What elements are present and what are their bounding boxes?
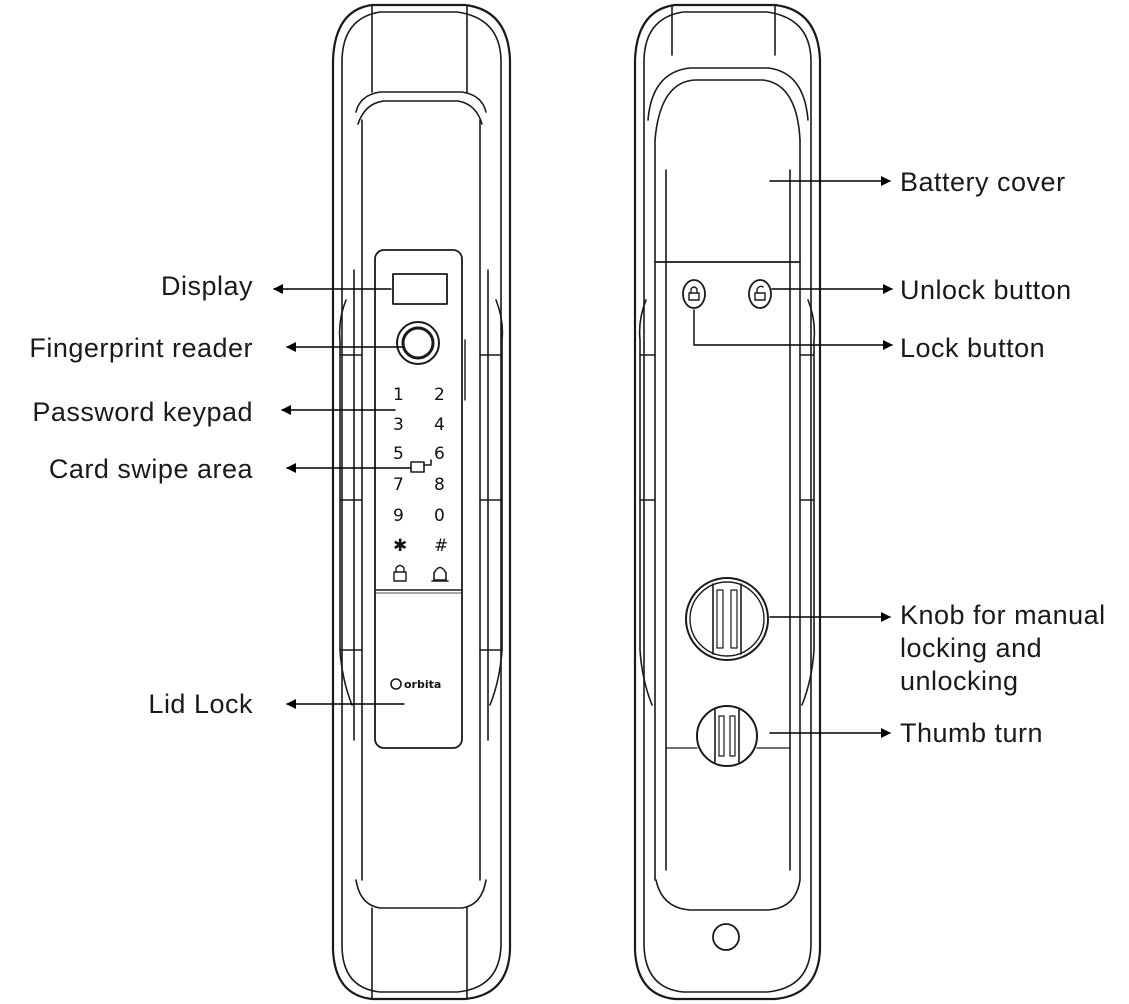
lock-button [682, 279, 706, 309]
unlock-button [748, 279, 772, 309]
key-3: 3 [393, 415, 404, 435]
display-screen [392, 273, 448, 305]
bell-icon [431, 566, 449, 582]
back-panel [633, 3, 822, 1001]
label-lid-lock: Lid Lock [148, 689, 253, 719]
front-panel [331, 3, 512, 1001]
label-lock-button: Lock button [900, 333, 1046, 363]
brand-logo-icon [390, 678, 402, 690]
callout-arrows [273, 176, 893, 738]
card-swipe-icon [410, 459, 432, 473]
label-knob-line-1: Knob for manual [900, 600, 1106, 630]
lock-key-icon [393, 564, 407, 582]
key-9: 9 [393, 506, 404, 526]
label-thumb-turn: Thumb turn [900, 718, 1044, 748]
label-fingerprint-reader: Fingerprint reader [29, 333, 253, 363]
label-knob-line-2: locking and [900, 633, 1043, 663]
fingerprint-sensor-icon [396, 321, 440, 365]
brand-text: orbita [404, 678, 441, 691]
key-4: 4 [434, 415, 445, 435]
label-unlock-button: Unlock button [900, 275, 1072, 305]
arrow-lock [693, 309, 893, 350]
keypad: 1 2 3 4 5 6 7 8 9 0 ✱ # orbita [393, 385, 448, 691]
key-8: 8 [434, 475, 445, 495]
key-1: 1 [393, 385, 404, 405]
key-0: 0 [434, 506, 445, 526]
label-password-keypad: Password keypad [32, 397, 253, 427]
key-2: 2 [434, 385, 445, 405]
keyhole [712, 923, 740, 951]
thumb-turn [665, 705, 791, 767]
label-battery-cover: Battery cover [900, 167, 1066, 197]
key-5: 5 [393, 444, 404, 464]
label-knob-line-3: unlocking [900, 666, 1019, 696]
key-7: 7 [393, 475, 404, 495]
key-hash: # [434, 536, 448, 556]
label-card-swipe-area: Card swipe area [48, 454, 253, 484]
key-star: ✱ [393, 536, 407, 556]
label-display: Display [160, 271, 253, 301]
manual-knob [685, 577, 769, 661]
key-6: 6 [434, 444, 445, 464]
